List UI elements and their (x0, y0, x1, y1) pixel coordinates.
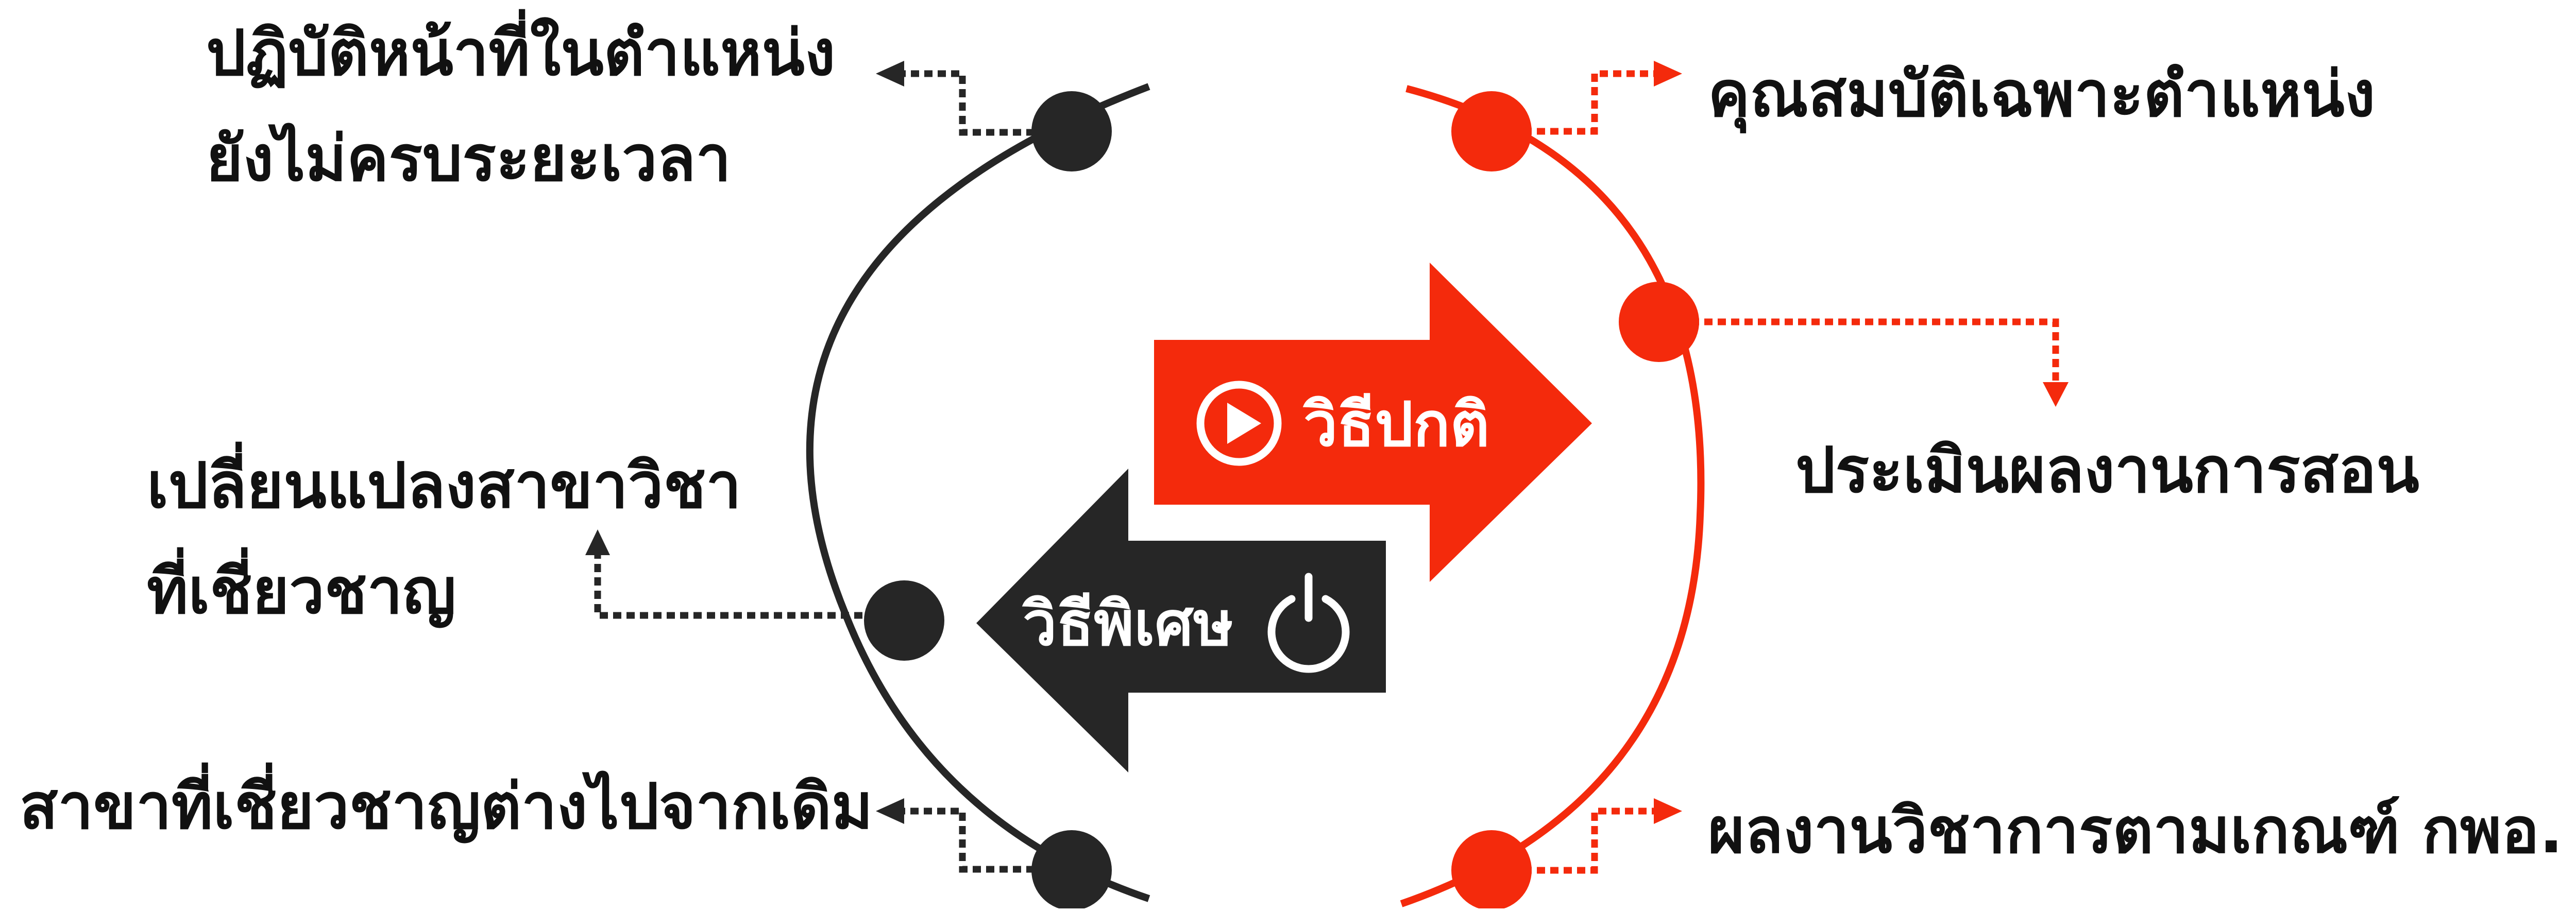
right-label-3: ผลงานวิชาการตามเกณฑ์ กพอ. (1708, 794, 2563, 867)
node-right-top (1451, 91, 1532, 171)
right-label-1: คุณสมบัติเฉพาะตำแหน่ง (1708, 58, 2375, 133)
arrowhead-left-top (876, 61, 904, 87)
special-path-arrow-shape (976, 469, 1386, 772)
power-icon (1267, 573, 1350, 673)
play-circle-icon (1196, 381, 1282, 466)
normal-path-arrow-shape (1154, 263, 1592, 582)
left-label-2-line-1: เปลี่ยนแปลงสาขาวิชา (147, 441, 741, 522)
node-left-top (1031, 91, 1112, 171)
left-connectors (594, 70, 1061, 873)
arrowhead-right-top (1654, 61, 1682, 87)
connector-right-top (1497, 70, 1659, 135)
left-label-1-line-2: ยังไม่ครบระยะเวลา (206, 122, 731, 195)
node-left-middle (864, 580, 944, 661)
right-label-2: ประเมินผลงานการสอน (1795, 434, 2419, 507)
special-path-label: วิธีพิเศษ (1022, 588, 1233, 659)
arrowhead-left-middle (585, 529, 610, 555)
arrowhead-left-bottom (876, 798, 904, 824)
special-path-arrow: วิธีพิเศษ (976, 469, 1386, 772)
node-left-bottom (1031, 830, 1112, 910)
arrowhead-right-bottom (1654, 798, 1682, 824)
normal-path-label: วิธีปกติ (1302, 389, 1489, 460)
arrowhead-right-middle (2043, 382, 2069, 407)
right-connectors (1497, 70, 2059, 874)
right-arc (1400, 85, 1705, 907)
node-right-middle (1619, 282, 1699, 362)
connector-left-middle (594, 548, 876, 619)
left-label-1-line-1: ปฏิบัติหน้าที่ในตำแหน่ง (206, 9, 836, 90)
left-arrowheads (585, 61, 904, 824)
right-arrowheads (1654, 61, 2069, 824)
left-label-3: สาขาที่เชี่ยวชาญต่างไปจากเดิม (20, 762, 873, 844)
connector-right-middle (1664, 318, 2059, 384)
normal-path-arrow: วิธีปกติ (1154, 263, 1592, 582)
connector-left-bottom (904, 807, 1061, 873)
connector-right-bottom (1497, 807, 1659, 874)
left-label-2-line-2: ที่เชี่ยวชาญ (147, 547, 456, 628)
connector-left-top (904, 70, 1061, 136)
left-arc (806, 83, 1150, 902)
node-right-bottom (1451, 830, 1532, 910)
